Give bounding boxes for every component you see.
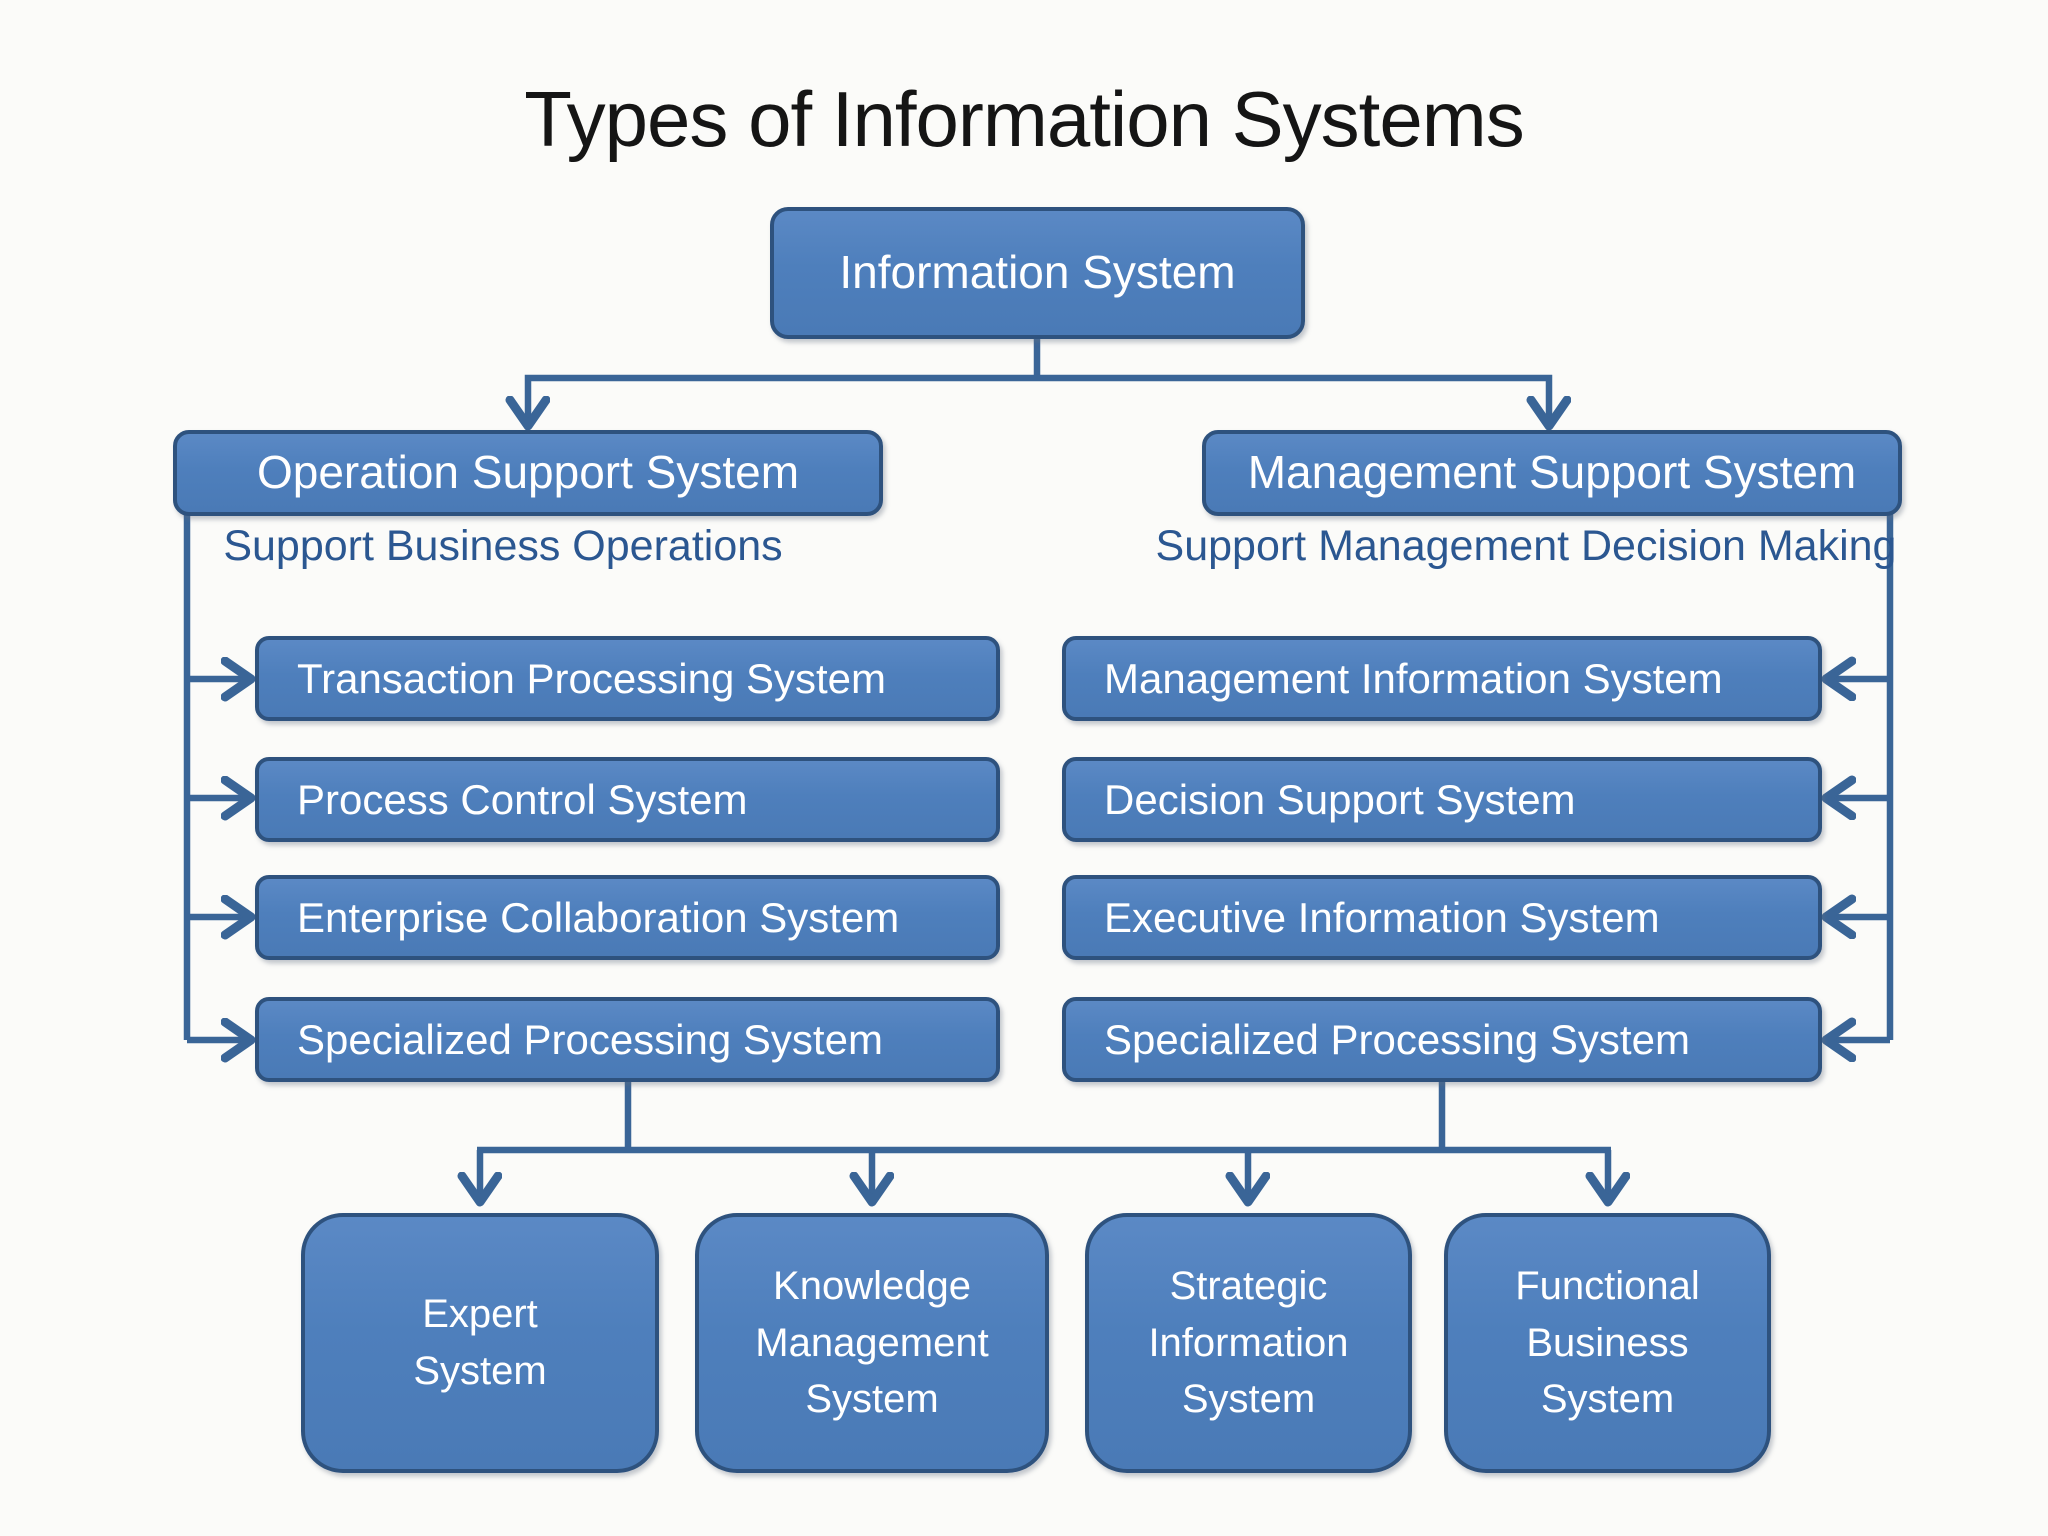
node-label: Information System	[839, 246, 1236, 299]
node-strategic-information-system: Strategic Information System	[1085, 1213, 1412, 1473]
diagram-title: Types of Information Systems	[524, 75, 1524, 163]
node-functional-business-system: Functional Business System	[1444, 1213, 1771, 1473]
node-label: Knowledge Management System	[755, 1263, 989, 1422]
node-specialized-processing-system-right: Specialized Processing System	[1062, 997, 1822, 1082]
node-executive-information-system: Executive Information System	[1062, 875, 1822, 960]
node-transaction-processing-system: Transaction Processing System	[255, 636, 1000, 721]
node-label: Operation Support System	[256, 446, 800, 499]
branch-left-arrow	[528, 374, 1037, 424]
node-label: Expert System	[413, 1292, 547, 1393]
node-decision-support-system: Decision Support System	[1062, 757, 1822, 842]
node-management-information-system: Management Information System	[1062, 636, 1822, 721]
node-label: Functional Business System	[1515, 1263, 1700, 1422]
node-management-support-system: Management Support System	[1202, 430, 1902, 516]
node-label: Specialized Processing System	[1104, 1015, 1690, 1063]
node-label: Specialized Processing System	[297, 1015, 883, 1063]
node-information-system: Information System	[770, 207, 1305, 339]
node-label: Transaction Processing System	[297, 654, 887, 702]
node-label: Enterprise Collaboration System	[297, 893, 900, 941]
node-label: Executive Information System	[1104, 893, 1660, 941]
node-specialized-processing-system-left: Specialized Processing System	[255, 997, 1000, 1082]
node-label: Management Support System	[1247, 446, 1857, 499]
node-operation-support-system: Operation Support System	[173, 430, 883, 516]
branch-right-arrow	[1037, 374, 1549, 424]
node-label: Management Information System	[1104, 654, 1723, 702]
node-process-control-system: Process Control System	[255, 757, 1000, 842]
node-expert-system: Expert System	[301, 1213, 659, 1473]
node-knowledge-management-system: Knowledge Management System	[695, 1213, 1049, 1473]
node-enterprise-collaboration-system: Enterprise Collaboration System	[255, 875, 1000, 960]
node-label: Strategic Information System	[1148, 1263, 1349, 1422]
node-label: Process Control System	[297, 775, 748, 823]
operation-branch-subtitle: Support Business Operations	[223, 522, 783, 570]
management-branch-subtitle: Support Management Decision Making	[1155, 522, 1897, 570]
node-label: Decision Support System	[1104, 775, 1576, 823]
